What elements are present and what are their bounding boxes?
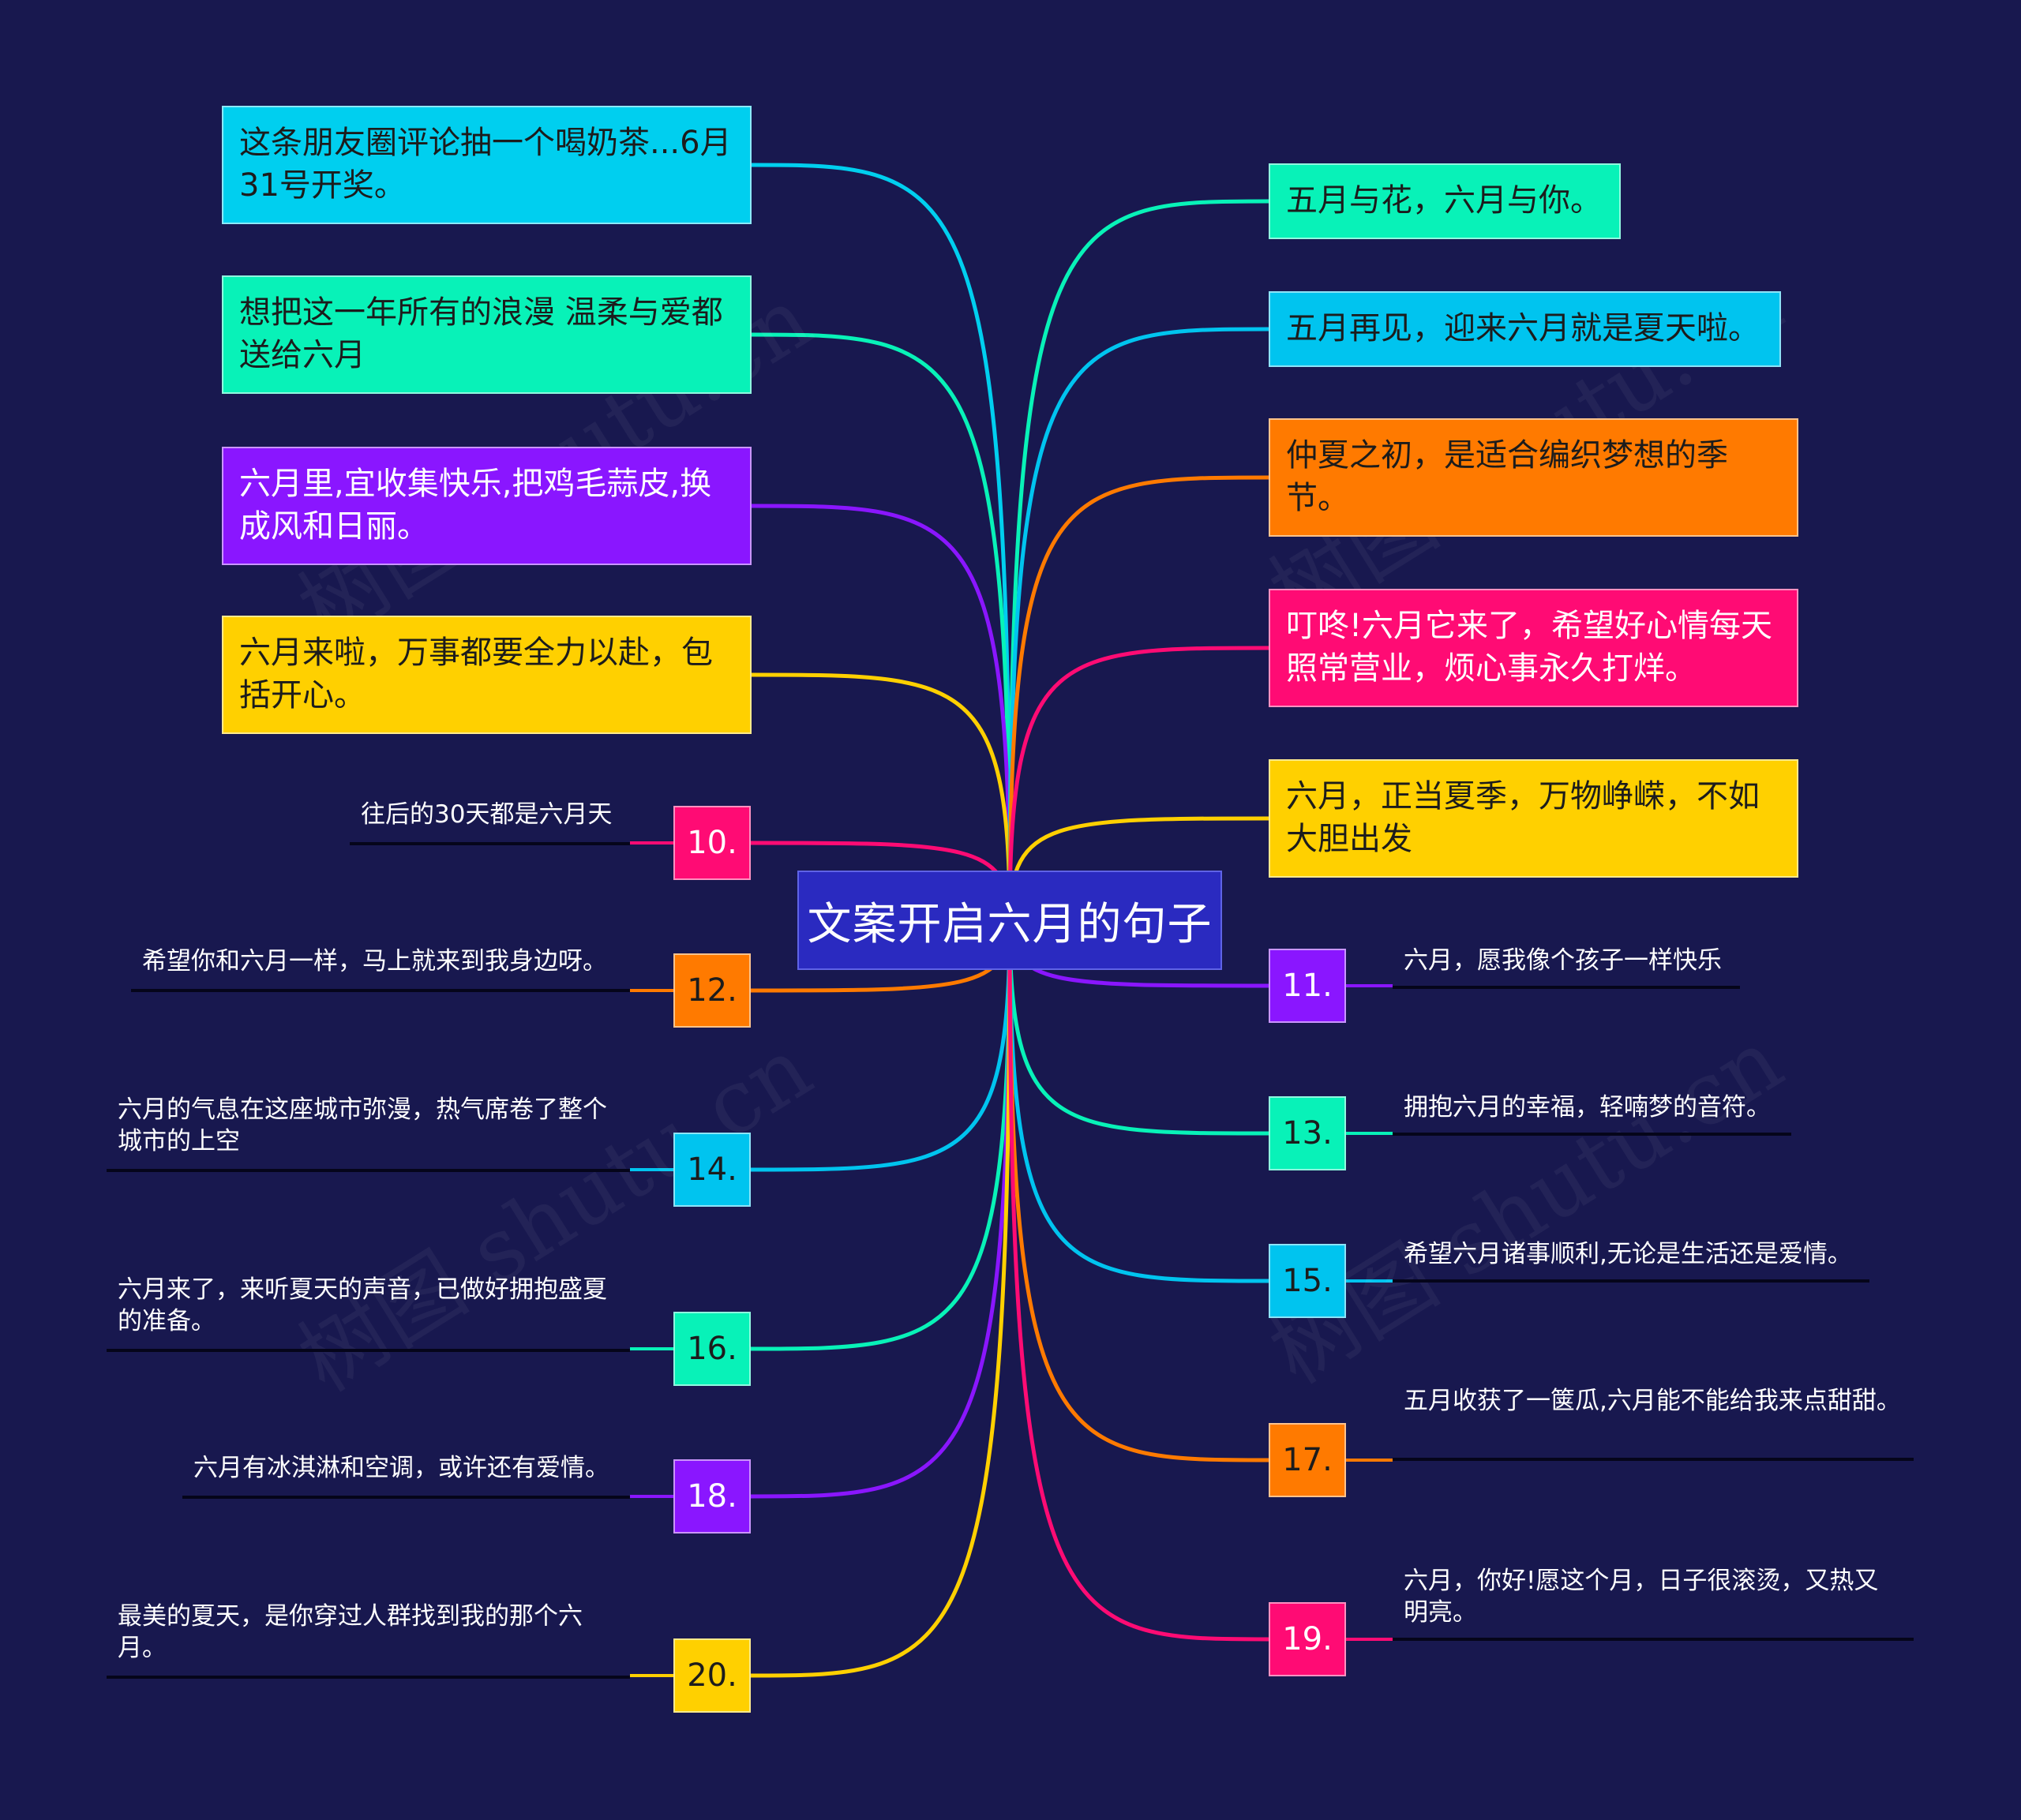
root-title: 文案开启六月的句子	[807, 898, 1213, 950]
connector-line	[750, 919, 1012, 1172]
topic-box[interactable]: 六月，正当夏季，万物峥嵘，不如大胆出发	[1269, 759, 1798, 878]
topic-text: 六月，正当夏季，万物峥嵘，不如大胆出发	[1286, 778, 1760, 857]
topic-box[interactable]: 想把这一年所有的浪漫 温柔与爱都送给六月	[222, 275, 752, 394]
connector-line	[750, 919, 1012, 1678]
topic-text: 叮咚!六月它来了，希望好心情每天照常营业，烦心事永久打烊。	[1286, 608, 1773, 687]
connector-line	[1007, 646, 1269, 921]
connector-line	[751, 163, 1012, 921]
connector-line	[1007, 199, 1269, 921]
number-badge[interactable]: 15.	[1269, 1244, 1346, 1318]
number-badge[interactable]: 20.	[673, 1638, 751, 1713]
topic-text: 六月里,宜收集快乐,把鸡毛蒜皮,换成风和日丽。	[239, 466, 712, 545]
numbered-label: 六月来了，来听夏天的声音，已做好拥抱盛夏的准备。	[107, 1274, 630, 1352]
topic-text: 想把这一年所有的浪漫 温柔与爱都送给六月	[239, 294, 723, 373]
topic-box[interactable]: 六月来啦，万事都要全力以赴，包括开心。	[222, 616, 752, 734]
connector-line	[1007, 919, 1269, 1136]
topic-box[interactable]: 六月里,宜收集快乐,把鸡毛蒜皮,换成风和日丽。	[222, 447, 752, 565]
numbered-label: 五月收获了一箧瓜,六月能不能给我来点甜甜。	[1393, 1385, 1914, 1461]
number-badge[interactable]: 16.	[673, 1312, 751, 1386]
topic-box[interactable]: 仲夏之初，是适合编织梦想的季节。	[1269, 418, 1798, 537]
numbered-label: 六月有冰淇淋和空调，或许还有爱情。	[182, 1452, 630, 1499]
topic-text: 五月与花，六月与你。	[1286, 182, 1602, 219]
connector-line	[751, 332, 1012, 921]
number-badge[interactable]: 14.	[673, 1133, 751, 1207]
numbered-label: 六月的气息在这座城市弥漫，热气席卷了整个城市的上空	[107, 1094, 630, 1172]
topic-text: 仲夏之初，是适合编织梦想的季节。	[1286, 437, 1728, 516]
topic-box[interactable]: 五月再见，迎来六月就是夏天啦。	[1269, 291, 1781, 367]
numbered-label: 六月，你好!愿这个月，日子很滚烫，又热又明亮。	[1393, 1565, 1914, 1641]
numbered-label: 希望你和六月一样，马上就来到我身边呀。	[131, 946, 630, 992]
topic-text: 五月再见，迎来六月就是夏天啦。	[1286, 310, 1760, 346]
topic-box[interactable]: 五月与花，六月与你。	[1269, 163, 1621, 239]
connector-line	[1007, 327, 1269, 921]
connector-line	[1007, 919, 1269, 1642]
topic-box[interactable]: 这条朋友圈评论抽一个喝奶茶...6月31号开奖。	[222, 106, 752, 224]
number-badge[interactable]: 11.	[1269, 949, 1346, 1023]
topic-box[interactable]: 叮咚!六月它来了，希望好心情每天照常营业，烦心事永久打烊。	[1269, 589, 1798, 707]
connector-line	[1007, 919, 1269, 1462]
root-topic[interactable]: 文案开启六月的句子	[797, 871, 1222, 970]
topic-text: 这条朋友圈评论抽一个喝奶茶...6月31号开奖。	[239, 125, 732, 204]
connector-line	[751, 672, 1012, 921]
number-badge[interactable]: 10.	[673, 806, 751, 880]
number-badge[interactable]: 12.	[673, 953, 751, 1028]
numbered-label: 最美的夏天，是你穿过人群找到我的那个六月。	[107, 1601, 630, 1679]
number-badge[interactable]: 18.	[673, 1459, 751, 1534]
numbered-label: 六月，愿我像个孩子一样快乐	[1393, 945, 1740, 989]
numbered-label: 希望六月诸事顺利,无论是生活还是爱情。	[1393, 1238, 1869, 1283]
number-badge[interactable]: 19.	[1269, 1602, 1346, 1676]
topic-text: 六月来啦，万事都要全力以赴，包括开心。	[239, 635, 713, 713]
connector-line	[751, 504, 1012, 921]
connector-line	[1007, 475, 1269, 921]
connector-line	[750, 919, 1012, 1499]
connector-line	[750, 919, 1012, 1351]
number-badge[interactable]: 17.	[1269, 1423, 1346, 1497]
number-badge[interactable]: 13.	[1269, 1096, 1346, 1170]
numbered-label: 往后的30天都是六月天	[350, 799, 630, 845]
numbered-label: 拥抱六月的幸福，轻喃梦的音符。	[1393, 1092, 1791, 1136]
